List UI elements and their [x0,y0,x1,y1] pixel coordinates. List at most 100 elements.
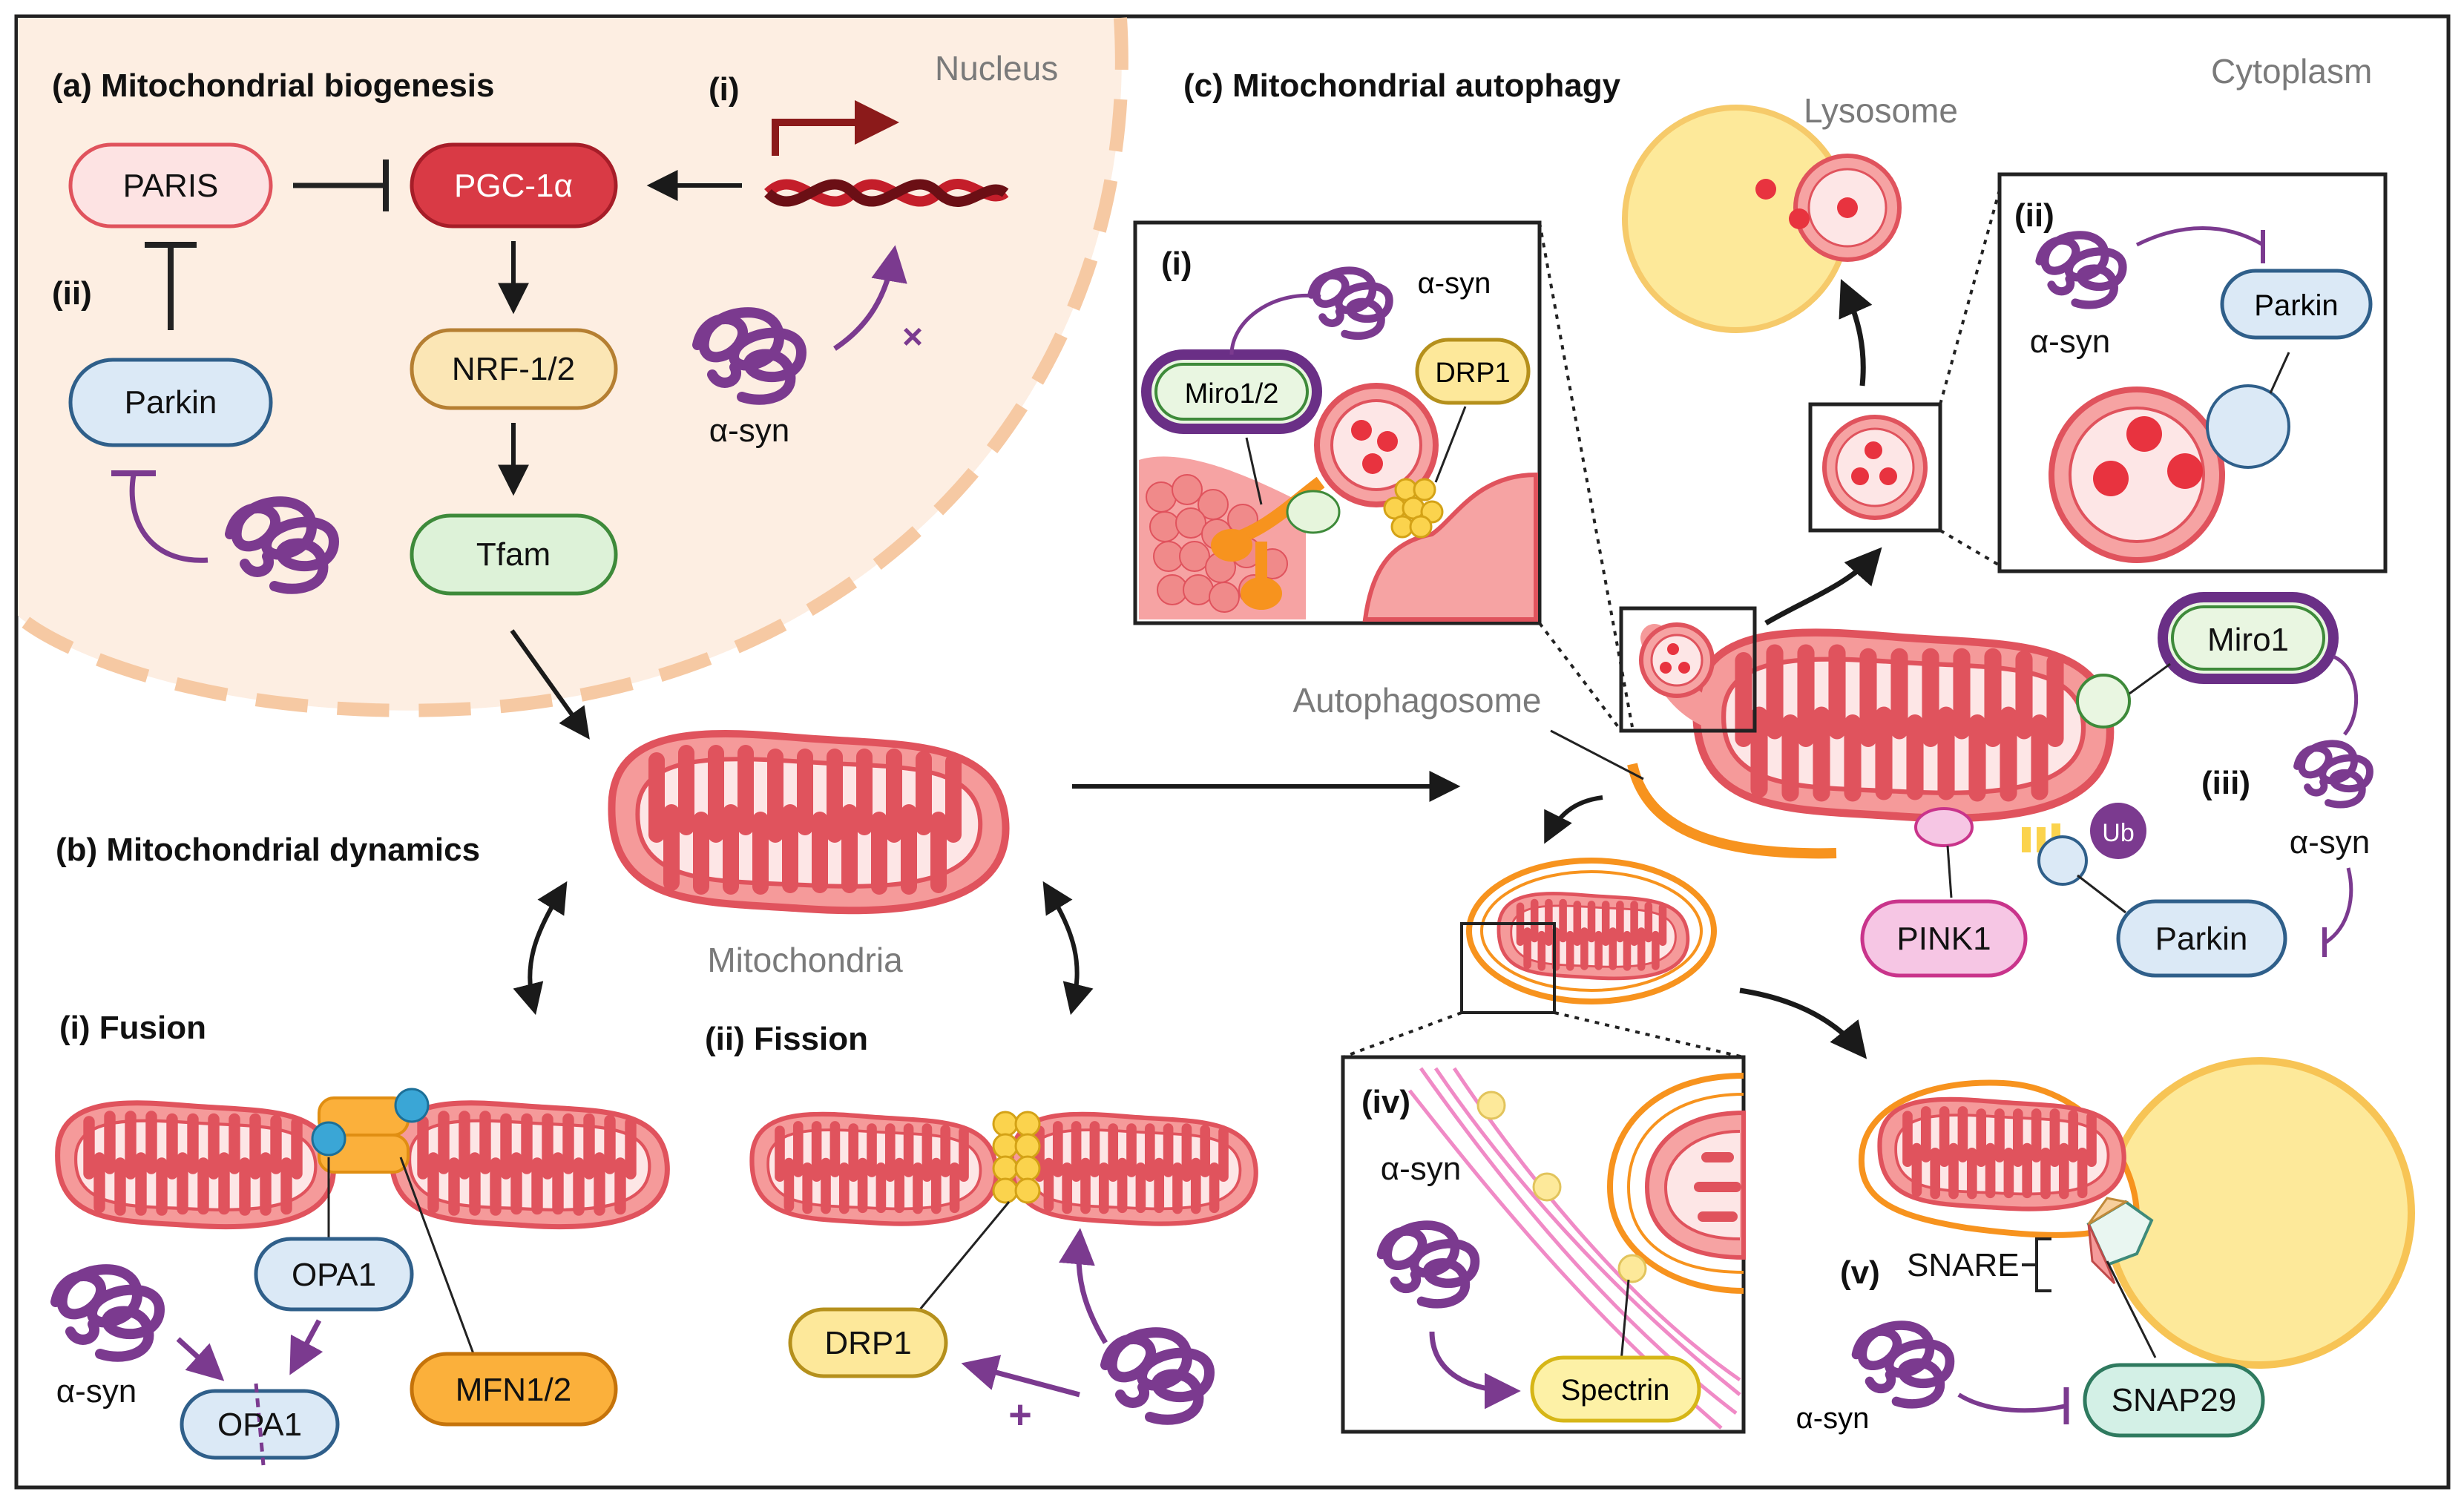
spectrin-pointer [1620,1279,1630,1362]
zoom-line-c-i-b [1538,622,1623,732]
marker-a-i: (i) [709,71,740,108]
tfam-node: Tfam [410,513,618,596]
pink1-on-mito [1914,807,1974,847]
zoom-line-c-ii-a [1939,176,2005,405]
parkin-ub-complex: Ub [2022,803,2146,886]
arrow-to-fusion-lyso [1739,987,1867,1059]
phagophore-arc [1627,763,1837,859]
pink1-node: PINK1 [1860,899,2028,978]
marker-c-ii: (ii) [2014,197,2054,234]
section-c-title: (c) Mitochondrial autophagy [1183,68,1621,104]
zoom-box-membrane [1460,922,1556,1014]
asyn-label-c-iv: α-syn [1381,1151,1462,1187]
asyn-label-fusion: α-syn [56,1373,137,1410]
mfn-pointer [399,1157,476,1358]
drp1-pointer [919,1201,1011,1310]
asyn-arrow-fission [1059,1228,1108,1344]
ub-label: Ub [2102,819,2134,847]
block-symbol: × [902,318,923,357]
svg-text:SNAP29: SNAP29 [2112,1382,2237,1418]
zoom-line-c-iv-a [1342,1011,1462,1059]
lysosome-fusion-icon [1622,105,1902,333]
svg-text:PARIS: PARIS [123,168,219,204]
mfn-node: MFN1/2 [410,1352,618,1427]
svg-text:Parkin: Parkin [2254,289,2338,322]
asyn-arrow-drp1 [961,1355,1080,1398]
parkin-ii-pointer [2269,352,2290,394]
paris-node: PARIS [68,142,273,228]
inset-c-i [1133,220,1542,625]
plus-symbol: + [1008,1392,1032,1437]
autophagosome-box [1808,402,1942,533]
svg-text:Parkin: Parkin [2155,921,2248,957]
zoom-box-bud [1619,606,1757,733]
opa1-node-top: OPA1 [254,1237,414,1312]
svg-text:Spectrin: Spectrin [1561,1374,1670,1407]
section-a-title: (a) Mitochondrial biogenesis [52,68,495,104]
arrow-mito-fusion [513,881,568,1016]
snap29-pointer [2106,1260,2157,1358]
pgc1a-node: PGC-1α [410,142,618,228]
miro1-node: Miro1 [2158,592,2339,684]
dna-icon [764,100,1009,207]
miro1-anchor [2076,674,2131,729]
cytoplasm-label: Cytoplasm [2211,52,2372,91]
asyn-inhibit-parkin-ii [2135,226,2264,247]
central-mitochondrion [611,734,1005,910]
svg-text:Tfam: Tfam [476,536,551,573]
asyn-label-a-i: α-syn [709,412,790,449]
svg-text:OPA1: OPA1 [292,1257,376,1293]
svg-text:DRP1: DRP1 [824,1325,911,1361]
fusion-title: (i) Fusion [59,1010,206,1046]
arrow-tfam-mito [510,629,590,740]
drp1-node-b: DRP1 [788,1307,948,1378]
lysosome-label: Lysosome [1804,91,1958,130]
fission-title: (ii) Fission [705,1021,868,1057]
inset-c-ii [1997,172,2388,573]
zoom-line-c-ii-b [1939,529,2005,569]
marker-c-iii: (iii) [2201,765,2250,801]
svg-text:Miro1: Miro1 [2207,622,2289,658]
spectrin-node: Spectrin [1530,1355,1701,1423]
nuclear-envelope [13,17,1128,717]
snare-label: SNARE [1907,1247,2020,1283]
asyn-inhibit-parkin [129,474,208,563]
section-b-title: (b) Mitochondrial dynamics [56,832,480,868]
asyn-link-miro1 [2332,654,2359,736]
asyn-label-c-iii: α-syn [2290,824,2371,861]
parkin-node-a: Parkin [68,358,273,447]
autophagosome-pointer [1550,729,1644,780]
main-mito-c [1639,622,2110,818]
asyn-inhibit-parkin-iii [2325,867,2353,944]
parkin-pointer [2077,874,2126,914]
asyn-arrow-a-i [833,245,907,351]
svg-text:Parkin: Parkin [125,384,217,421]
arrow-to-lysosome [1839,279,1873,387]
autophagosome-label: Autophagosome [1292,681,1541,720]
svg-text:MFN1/2: MFN1/2 [456,1372,571,1408]
asyn-label-c-i: α-syn [1418,267,1491,300]
arrow-mito-fission [1042,881,1094,1016]
svg-text:PGC-1α: PGC-1α [454,168,573,204]
arrow-to-engulfed [1544,795,1603,844]
drp1-node-c: DRP1 [1415,338,1531,405]
miro12-pointer [1245,437,1263,505]
nrf-node: NRF-1/2 [410,328,618,410]
mitochondria-label: Mitochondria [707,941,903,979]
zoom-line-c-i-a [1538,222,1634,728]
marker-a-ii: (ii) [52,275,92,312]
marker-c-iv: (iv) [1361,1084,1410,1120]
nucleus-label: Nucleus [935,49,1058,88]
svg-text:OPA1: OPA1 [217,1407,302,1443]
opa1-cleave-arrow [289,1319,323,1375]
miro12-node: Miro1/2 [1141,349,1322,434]
asyn-label-c-v: α-syn [1796,1402,1870,1435]
parkin-node-c: Parkin [2116,899,2287,978]
asyn-arrow-opa1 [176,1337,225,1381]
drp1c-pointer [1434,406,1467,483]
opa1-node-bottom: OPA1 [180,1383,340,1466]
asyn-link-miro12 [1229,294,1321,355]
fission-mitochondria [752,1112,1255,1224]
engulfed-mito [1466,858,1717,1004]
